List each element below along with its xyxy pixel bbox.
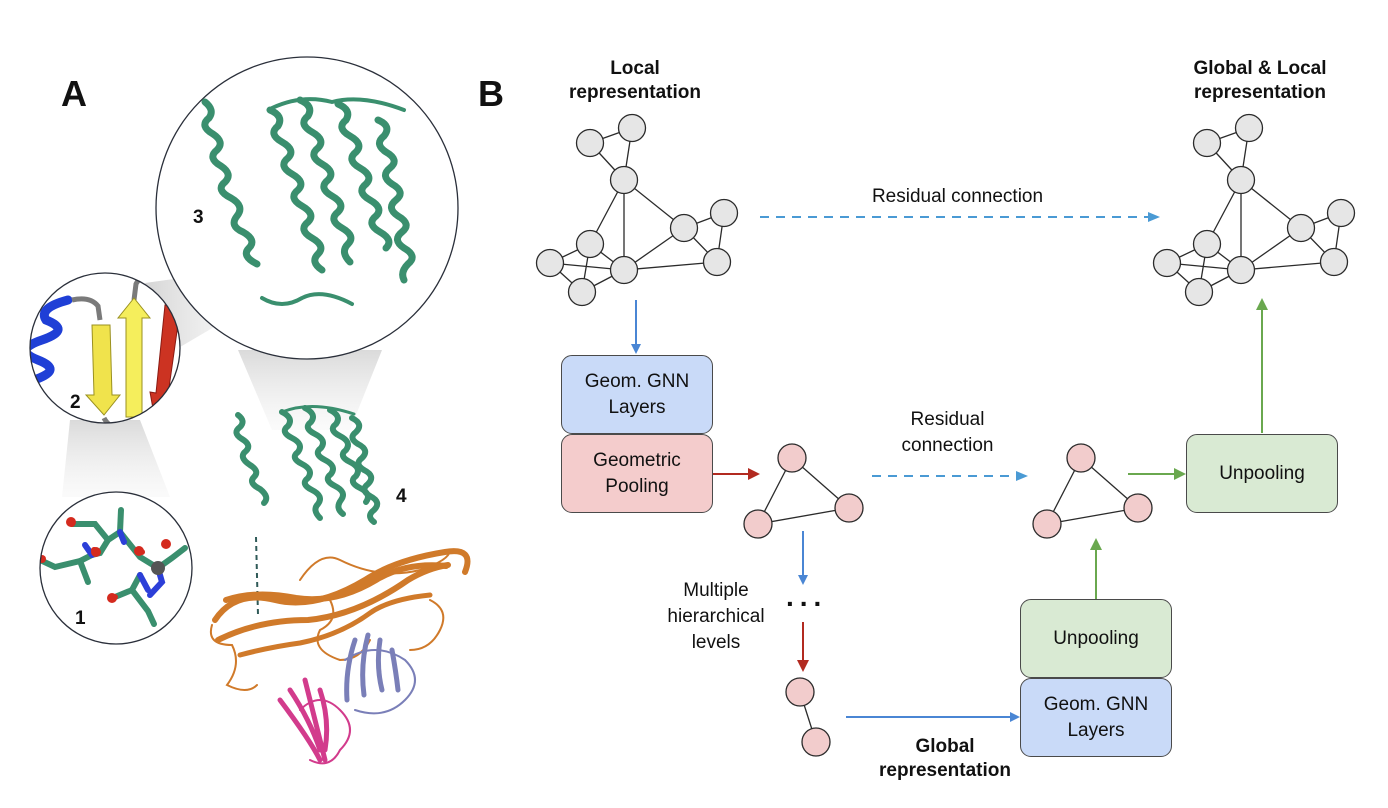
magenta-chain-icon bbox=[277, 677, 351, 765]
unpooled-graph-node bbox=[1066, 443, 1096, 473]
zoom-level-3-label: 3 bbox=[193, 207, 204, 228]
ellipsis: ... bbox=[786, 581, 828, 612]
global-local-graph-node bbox=[1152, 248, 1182, 278]
unpooling-box-upper[interactable]: Unpooling bbox=[1186, 434, 1338, 513]
stick-model-icon bbox=[40, 507, 188, 627]
zoom-circle-3 bbox=[155, 56, 459, 360]
global-local-graph-node bbox=[1226, 255, 1256, 285]
global-local-graph-node bbox=[1184, 277, 1214, 307]
local-graph-node bbox=[609, 165, 639, 195]
local-graph-node bbox=[575, 229, 605, 259]
global-local-graph-node bbox=[1286, 213, 1316, 243]
orange-chain-icon bbox=[210, 548, 471, 691]
pooled-graph-node bbox=[834, 493, 864, 523]
lavender-chain-icon bbox=[344, 632, 416, 715]
local-graph-node bbox=[567, 277, 597, 307]
hierarchy-levels-caption: Multiple hierarchical levels bbox=[667, 580, 765, 653]
zoom-level-4-label: 4 bbox=[396, 486, 407, 507]
global-local-representation-heading: Global & Local representation bbox=[1193, 58, 1327, 103]
global-local-graph-node bbox=[1319, 247, 1349, 277]
beta-strand-icon bbox=[84, 324, 122, 416]
global-local-graph-node bbox=[1326, 198, 1356, 228]
local-graph-edge bbox=[623, 261, 718, 271]
zoom-level-1-label: 1 bbox=[75, 608, 86, 629]
loop-icon bbox=[71, 296, 103, 321]
global-graph-node bbox=[785, 677, 815, 707]
local-graph-node bbox=[575, 128, 605, 158]
zoom-cone-1-to-2 bbox=[62, 420, 170, 497]
geometric-pooling-box[interactable]: Geometric Pooling bbox=[561, 434, 713, 513]
panel-label-b: B bbox=[478, 73, 504, 114]
graph-nodes bbox=[535, 113, 1356, 757]
panel-label-a: A bbox=[61, 73, 87, 114]
unpooled-graph-node bbox=[1123, 493, 1153, 523]
beta-strand-icon bbox=[116, 297, 152, 418]
local-graph-node bbox=[617, 113, 647, 143]
dashed-linker bbox=[255, 536, 259, 616]
local-representation-heading: Local representation bbox=[569, 58, 701, 103]
zoom-circle-1 bbox=[39, 491, 193, 645]
local-graph-node bbox=[669, 213, 699, 243]
unpooling-box-lower[interactable]: Unpooling bbox=[1020, 599, 1172, 678]
geom-gnn-layers-box-bottom[interactable]: Geom. GNN Layers bbox=[1020, 678, 1172, 757]
residual-connection-label-mid: Residual connection bbox=[901, 409, 994, 456]
unpooled-graph-edge bbox=[1046, 507, 1139, 525]
panel-a-illustration bbox=[29, 56, 471, 765]
local-graph-node bbox=[702, 247, 732, 277]
global-graph-node bbox=[801, 727, 831, 757]
helix-bundle-icon bbox=[201, 96, 416, 306]
global-local-graph-node bbox=[1192, 128, 1222, 158]
transmembrane-helices-icon bbox=[233, 404, 381, 525]
zoom-circle-2 bbox=[29, 272, 181, 424]
pooled-graph-node bbox=[743, 509, 773, 539]
zoom-level-2-label: 2 bbox=[70, 392, 81, 413]
local-graph-node bbox=[609, 255, 639, 285]
pooled-graph-node bbox=[777, 443, 807, 473]
residual-connection-label-top: Residual connection bbox=[871, 186, 1044, 207]
unpooled-graph-node bbox=[1032, 509, 1062, 539]
global-local-graph-edge bbox=[1240, 261, 1335, 271]
pooled-graph-edge bbox=[757, 507, 850, 525]
global-local-graph-node bbox=[1226, 165, 1256, 195]
protein-complex-4 bbox=[210, 404, 471, 765]
geom-gnn-layers-box-top[interactable]: Geom. GNN Layers bbox=[561, 355, 713, 434]
global-local-graph-node bbox=[1192, 229, 1222, 259]
local-graph-node bbox=[709, 198, 739, 228]
global-local-graph-node bbox=[1234, 113, 1264, 143]
global-representation-heading: Global representation bbox=[879, 736, 1011, 781]
local-graph-node bbox=[535, 248, 565, 278]
